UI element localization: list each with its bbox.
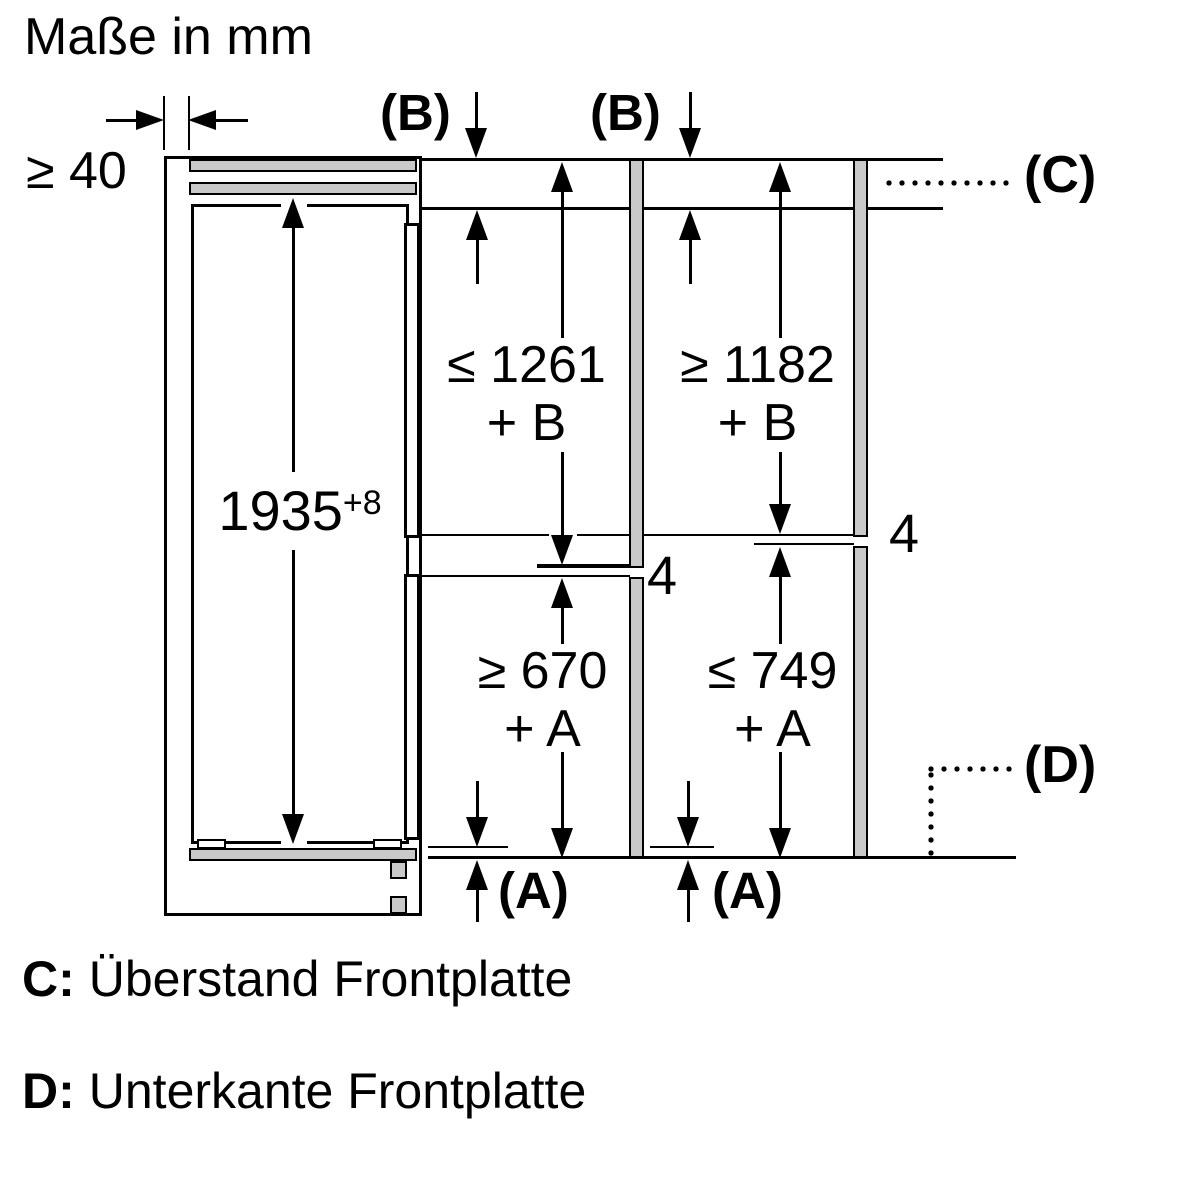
upper-door-bottom-line-a: [422, 534, 549, 536]
lower-left-dim-line1: ≥ 670: [477, 642, 608, 700]
c-dotted-leader-line: [886, 180, 1014, 186]
lower-left-dim-shaft-bottom: [561, 752, 564, 830]
a-left-up-shaft: [476, 888, 479, 922]
niche-height-shaft-top: [292, 226, 295, 472]
lower-left-dim-shaft-top: [561, 606, 564, 644]
label-d: (D): [1024, 736, 1097, 794]
legend-d-key: D:: [22, 1063, 75, 1119]
label-a-left: (A): [498, 862, 569, 919]
b-left-arrow-shaft: [475, 92, 478, 130]
a-mid-down-shaft: [687, 781, 690, 819]
niche-outline: [191, 204, 409, 844]
arrow-down-icon: [679, 128, 701, 158]
upper-right-dim-shaft-top: [779, 190, 782, 338]
arrow-up-icon: [677, 860, 699, 890]
d-dotted-leader-line-v: [928, 772, 934, 858]
clearance-arrow-line-left: [106, 119, 138, 122]
lower-door-panel: [404, 574, 420, 840]
upper-left-dim-text: ≤ 1261 + B: [404, 336, 649, 452]
clearance-arrow-line-right: [216, 119, 248, 122]
b-right-up-arrow-shaft: [689, 238, 692, 284]
arrow-up-icon: [551, 162, 573, 192]
legend-d-text: Unterkante Frontplatte: [88, 1063, 587, 1119]
clearance-extension-line-left: [163, 96, 165, 150]
arrow-down-icon: [466, 817, 488, 847]
arrow-down-icon: [551, 828, 573, 858]
upper-left-dim-line2: + B: [486, 394, 567, 452]
upper-left-dim-shaft-bottom: [561, 452, 564, 537]
b-right-arrow-shaft: [689, 92, 692, 130]
arrow-right-icon: [136, 110, 164, 130]
upper-left-dim-line1: ≤ 1261: [447, 336, 606, 394]
arrow-down-icon: [551, 535, 573, 565]
lower-left-dim-line2: + A: [504, 700, 581, 758]
gap-label-center: 4: [647, 546, 678, 606]
niche-bottom-reference-line: [428, 856, 1016, 859]
lower-right-dim-shaft-bottom: [779, 752, 782, 830]
arrow-up-icon: [769, 162, 791, 192]
top-panel-strip-1: [189, 159, 417, 172]
hinge-block-upper: [390, 861, 407, 879]
arrow-up-icon: [466, 860, 488, 890]
label-b-right: (B): [590, 84, 661, 141]
arrow-down-icon: [282, 814, 304, 844]
upper-door-bottom-line-b: [577, 534, 630, 536]
niche-height-tolerance: +8: [342, 484, 382, 522]
plinth-strip: [189, 848, 417, 861]
niche-height-value: 1935: [218, 479, 343, 542]
label-a-mid: (A): [712, 862, 783, 919]
lower-door-top-line: [422, 575, 630, 577]
diagram-title: Maße in mm: [24, 8, 313, 66]
lower-right-dim-shaft-top: [779, 575, 782, 644]
arrow-up-icon: [282, 198, 304, 228]
upper-right-dim-line2: + B: [717, 394, 798, 452]
arrow-up-icon: [466, 210, 488, 240]
lower-right-dim-text: ≤ 749 + A: [650, 642, 895, 758]
d-dotted-leader-line-h: [928, 766, 1018, 772]
clearance-value: ≥ 40: [26, 142, 127, 200]
lower-right-dim-line1: ≤ 749: [707, 642, 838, 700]
top-reference-line: [422, 158, 943, 161]
niche-top-reference-line: [422, 207, 943, 210]
panel-bottom-edge-line-mid: [650, 846, 714, 848]
legend-row-c: C:Überstand Frontplatte: [22, 950, 572, 1008]
panel-bottom-edge-line-left: [428, 846, 508, 848]
legend-c-text: Überstand Frontplatte: [88, 951, 573, 1007]
upper-right-dim-shaft-bottom: [779, 452, 782, 505]
arrow-down-icon: [769, 504, 791, 534]
legend-row-d: D:Unterkante Frontplatte: [22, 1062, 586, 1120]
lower-left-dim-text: ≥ 670 + A: [420, 642, 665, 758]
niche-height-text: 1935+8: [200, 479, 400, 542]
arrow-left-icon: [188, 110, 216, 130]
right-column-split-line-upper: [643, 534, 854, 536]
center-panel-split-line: [537, 564, 629, 568]
label-b-left: (B): [380, 84, 451, 141]
arrow-up-icon: [769, 547, 791, 577]
a-mid-up-shaft: [687, 888, 690, 922]
label-c: (C): [1024, 146, 1097, 204]
lower-right-dim-line2: + A: [734, 700, 811, 758]
right-front-panel-upper: [853, 159, 868, 537]
legend-c-key: C:: [22, 951, 75, 1007]
arrow-down-icon: [769, 828, 791, 858]
gap-label-right: 4: [889, 504, 920, 564]
arrow-down-icon: [677, 817, 699, 847]
arrow-up-icon: [679, 210, 701, 240]
top-panel-strip-2: [189, 182, 417, 195]
upper-right-dim-line1: ≥ 1182: [680, 336, 835, 394]
center-front-panel-upper: [629, 159, 644, 568]
b-left-up-arrow-shaft: [476, 238, 479, 284]
arrow-down-icon: [465, 128, 487, 158]
upper-door-panel: [404, 223, 420, 538]
niche-height-shaft-bottom: [292, 550, 295, 816]
upper-left-dim-shaft-top: [561, 190, 564, 338]
upper-right-dim-text: ≥ 1182 + B: [635, 336, 880, 452]
hinge-block-lower: [390, 896, 407, 914]
right-column-split-line-lower: [754, 543, 854, 545]
a-left-down-shaft: [476, 781, 479, 819]
arrow-up-icon: [551, 578, 573, 608]
